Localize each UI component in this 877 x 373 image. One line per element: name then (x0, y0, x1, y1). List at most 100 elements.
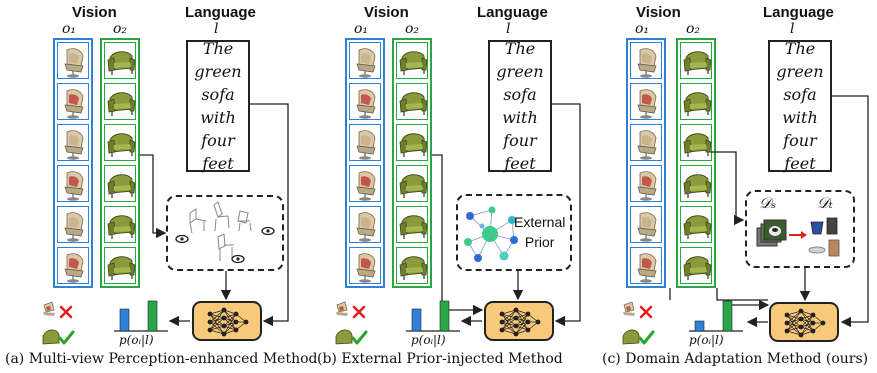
sofa-view (396, 83, 428, 120)
sofa-view (396, 42, 428, 79)
utterance-word: sofa (783, 85, 817, 104)
vision-title: Vision (636, 4, 681, 21)
panel-c: Vision Language o₁ o₂ l The green sofa w… (585, 0, 877, 373)
chair-view (349, 124, 381, 161)
chair-view (349, 247, 381, 284)
l-label: l (506, 21, 511, 37)
o1-view-column (53, 38, 93, 288)
external-prior-label: External Prior (514, 212, 565, 252)
chair-view (57, 206, 89, 243)
o1-label: o₁ (635, 21, 650, 37)
chair-view (349, 42, 381, 79)
chair-view (630, 42, 662, 79)
o1-view-column (345, 38, 385, 288)
sofa-view (396, 165, 428, 202)
chair-view (630, 124, 662, 161)
o1-label: o₁ (354, 21, 369, 37)
utterance-word: green (194, 62, 242, 81)
sofa-view (104, 247, 136, 284)
target-domain-label: 𝒟ₜ (817, 194, 833, 212)
o1-view-column (626, 38, 666, 288)
sofa-view (396, 247, 428, 284)
sofa-view (680, 165, 712, 202)
sofa-view (104, 42, 136, 79)
sofa-view (680, 124, 712, 161)
utterance-word: sofa (503, 85, 537, 104)
prior-word: External (514, 214, 566, 230)
domain-images (756, 217, 840, 257)
vision-title: Vision (72, 4, 117, 21)
chair-view (630, 83, 662, 120)
sofa-view (396, 206, 428, 243)
panel-a: Vision Language o₁ o₂ l The green sofa w… (0, 0, 318, 373)
prob-label: p(oᵢ|l) (411, 333, 446, 347)
o1-label: o₁ (62, 21, 77, 37)
prob-label: p(oᵢ|l) (689, 333, 724, 347)
chair-view (57, 42, 89, 79)
neural-net-icon (769, 302, 839, 342)
utterance-word: The (202, 39, 234, 58)
utterance-word: four (783, 131, 817, 150)
utterance-word: feet (784, 154, 816, 173)
caption-a: (a) Multi-view Perception-enhanced Metho… (5, 351, 318, 367)
chair-view (349, 206, 381, 243)
chair-view (57, 165, 89, 202)
utterance-word: with (200, 108, 236, 127)
l-label: l (790, 21, 795, 37)
utterance-word: feet (504, 154, 536, 173)
utterance-word: with (782, 108, 818, 127)
chair-view (630, 206, 662, 243)
chair-view (57, 247, 89, 284)
sofa-view (396, 124, 428, 161)
utterance-word: four (201, 131, 235, 150)
domain-adaptation-box: 𝒟ₛ 𝒟ₜ (745, 190, 855, 268)
utterance-word: four (503, 131, 537, 150)
sofa-view (680, 83, 712, 120)
utterance-word: green (496, 62, 544, 81)
chair-view (57, 124, 89, 161)
sofa-view (680, 42, 712, 79)
chair-view (630, 165, 662, 202)
arrow-icon (789, 231, 807, 239)
utterance-box: The green sofa with four feet (186, 39, 250, 173)
chair-view (630, 247, 662, 284)
o2-view-column (392, 38, 432, 288)
utterance-word: green (776, 62, 824, 81)
utterance-box: The green sofa with four feet (488, 39, 552, 173)
vision-title: Vision (364, 4, 409, 21)
neural-net-icon (484, 301, 554, 341)
utterance-word: The (784, 39, 816, 58)
caption-c: (c) Domain Adaptation Method (ours) (602, 351, 869, 367)
caption-b: (b) External Prior-injected Method (317, 351, 563, 367)
prob-label: p(oᵢ|l) (119, 333, 154, 347)
sofa-view (104, 83, 136, 120)
sofa-view (680, 206, 712, 243)
multi-view-chairs (175, 201, 275, 264)
utterance-box: The green sofa with four feet (768, 39, 832, 173)
prior-word: Prior (524, 234, 555, 250)
panel-b: Vision Language o₁ o₂ l The green sofa w… (292, 0, 584, 373)
sofa-view (104, 124, 136, 161)
chair-view (349, 165, 381, 202)
o2-label: o₂ (405, 21, 420, 37)
l-label: l (214, 21, 219, 37)
o2-label: o₂ (113, 21, 128, 37)
utterance-word: The (504, 39, 536, 58)
o2-view-column (676, 38, 716, 288)
source-domain-label: 𝒟ₛ (759, 194, 777, 212)
chair-view (57, 83, 89, 120)
external-prior-box: External Prior (456, 194, 572, 271)
multi-view-box (166, 195, 284, 271)
sofa-view (104, 206, 136, 243)
utterance-word: sofa (201, 85, 235, 104)
sofa-view (680, 247, 712, 284)
language-title: Language (185, 4, 256, 21)
graph-icon (464, 206, 518, 262)
chair-view (349, 83, 381, 120)
o2-label: o₂ (686, 21, 701, 37)
sofa-view (104, 165, 136, 202)
language-title: Language (763, 4, 834, 21)
neural-net-icon (192, 301, 262, 341)
utterance-word: feet (202, 154, 234, 173)
utterance-word: with (502, 108, 538, 127)
